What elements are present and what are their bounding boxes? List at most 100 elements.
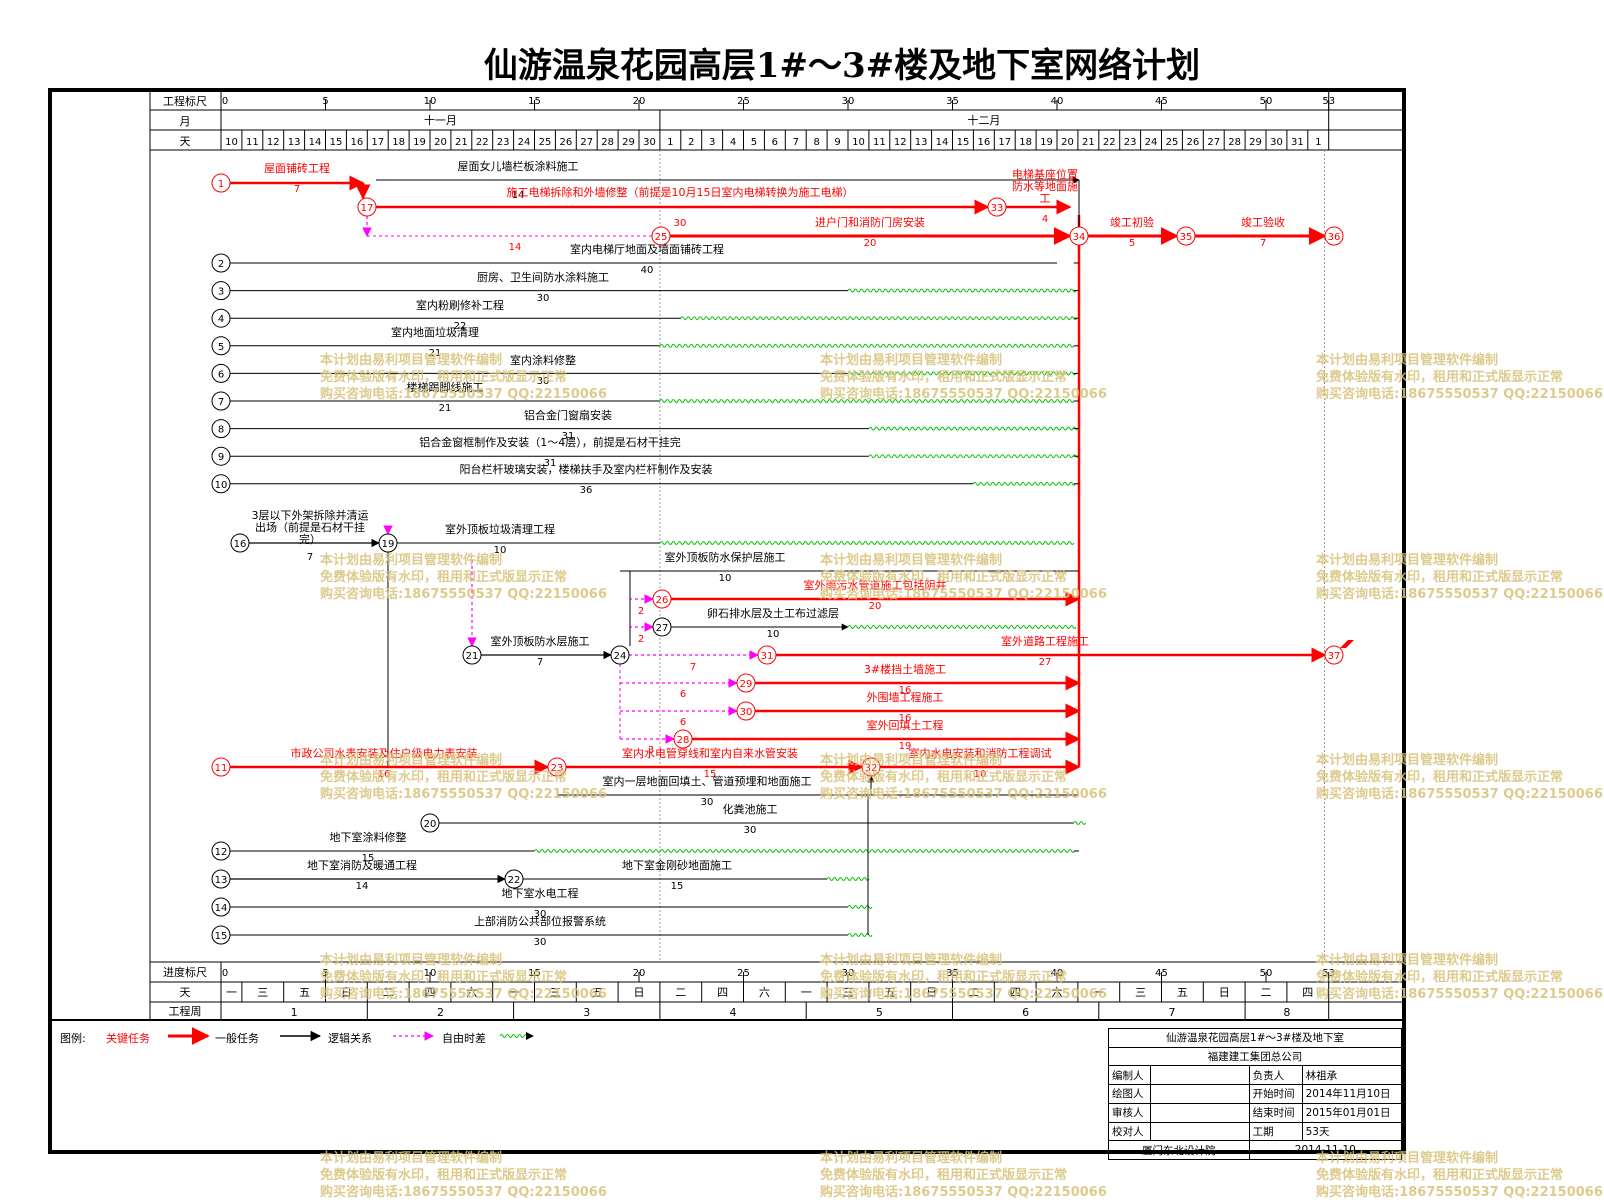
day-label: 30 bbox=[1270, 137, 1283, 148]
node-circle bbox=[651, 226, 671, 246]
task-name: 竣工初验 bbox=[1110, 215, 1154, 229]
scale-tick-label: 15 bbox=[528, 96, 541, 107]
node-label: 14 bbox=[215, 903, 228, 914]
day-label: 5 bbox=[751, 137, 757, 148]
node-circle bbox=[211, 841, 231, 861]
weekday-label: 日 bbox=[1219, 986, 1230, 999]
day-label: 29 bbox=[622, 137, 635, 148]
scale-tick-label: 35 bbox=[946, 968, 959, 979]
outer-frame bbox=[48, 88, 1406, 1154]
task-name: 室外顶板防水层施工 bbox=[491, 634, 590, 648]
tb-project: 仙游温泉花园高层1#～3#楼及地下室 bbox=[1108, 1028, 1402, 1048]
day-label: 4 bbox=[730, 137, 736, 148]
week-label: 1 bbox=[291, 1006, 298, 1019]
node-28: 28 bbox=[673, 729, 693, 749]
node-label: 29 bbox=[740, 679, 753, 690]
scale-tick-label: 53 bbox=[1322, 968, 1335, 979]
task-name: 工 bbox=[1040, 192, 1051, 205]
footer-weekday-label: 天 bbox=[180, 986, 191, 999]
day-label: 11 bbox=[873, 137, 886, 148]
float-wave bbox=[680, 316, 1078, 321]
task-name: 室外回填土工程 bbox=[867, 718, 944, 732]
float-wave bbox=[659, 343, 1075, 348]
day-label: 7 bbox=[793, 137, 799, 148]
task-name: 铝合金门窗扇安装 bbox=[524, 408, 612, 422]
node-11: 11 bbox=[211, 757, 231, 777]
task-name: 阳台栏杆玻璃安装，楼梯扶手及室内栏杆制作及安装 bbox=[460, 462, 713, 476]
task-duration: 7 bbox=[294, 184, 300, 195]
task-duration: 10 bbox=[767, 629, 780, 640]
node-36: 36 bbox=[1324, 226, 1344, 246]
tb-start: 2014年11月10日 bbox=[1301, 1084, 1403, 1104]
node-circle bbox=[610, 645, 630, 665]
node-circle bbox=[420, 813, 440, 833]
lag-label: 2 bbox=[638, 634, 644, 645]
task-duration: 15 bbox=[704, 769, 717, 780]
task-name: 完） bbox=[299, 532, 321, 546]
weekday-label: 五 bbox=[1177, 986, 1188, 999]
tb-end: 2015年01月01日 bbox=[1301, 1102, 1403, 1123]
node-circle bbox=[211, 281, 231, 301]
task-name: 屋面铺砖工程 bbox=[264, 161, 330, 175]
scale-tick-label: 25 bbox=[737, 968, 750, 979]
node-circle bbox=[1176, 226, 1196, 246]
node-circle bbox=[211, 757, 231, 777]
task-name: 防水等地面施 bbox=[1012, 179, 1078, 193]
footer-scale-label: 进度标尺 bbox=[163, 965, 207, 979]
node-35: 35 bbox=[1176, 226, 1196, 246]
tb-duration: 53天 bbox=[1301, 1121, 1403, 1142]
node-circle bbox=[211, 474, 231, 494]
node-circle bbox=[211, 419, 231, 439]
node-circle bbox=[652, 617, 672, 637]
weekday-label: 一 bbox=[508, 986, 519, 999]
task-name: 市政公司水表安装及住户级电力表安装 bbox=[291, 746, 478, 760]
float-wave bbox=[826, 877, 870, 881]
scale-tick-label: 0 bbox=[222, 968, 228, 979]
node-30: 30 bbox=[736, 701, 756, 721]
tb-drawer-label: 绘图人 bbox=[1108, 1084, 1151, 1104]
tb-owner-label: 负责人 bbox=[1248, 1065, 1303, 1086]
scale-tick-label: 40 bbox=[1051, 96, 1064, 107]
weekday-label: 日 bbox=[634, 986, 645, 999]
task-name: 出场（前提是石材干挂 bbox=[255, 520, 365, 534]
node-circle bbox=[211, 897, 231, 917]
tb-company: 福建建工集团总公司 bbox=[1108, 1046, 1402, 1067]
tb-checker-label: 审核人 bbox=[1108, 1102, 1151, 1123]
node-8: 8 bbox=[211, 419, 231, 439]
task-name: 竣工验收 bbox=[1241, 215, 1285, 229]
node-37: 37 bbox=[1324, 645, 1344, 665]
task-duration: 20 bbox=[869, 601, 882, 612]
scale-tick-label: 5 bbox=[322, 96, 328, 107]
lag-label: 14 bbox=[509, 242, 522, 253]
node-circle bbox=[211, 363, 231, 383]
day-label: 30 bbox=[643, 137, 656, 148]
task-duration: 21 bbox=[439, 403, 452, 414]
weekday-label: 二 bbox=[383, 986, 394, 999]
day-label: 28 bbox=[1228, 137, 1241, 148]
day-label: 11 bbox=[246, 137, 259, 148]
float-wave bbox=[847, 371, 1077, 376]
lag-label: 6 bbox=[680, 689, 686, 700]
day-label: 21 bbox=[1082, 137, 1095, 148]
node-10: 10 bbox=[211, 474, 231, 494]
node-14: 14 bbox=[211, 897, 231, 917]
node-label: 1 bbox=[218, 179, 224, 190]
day-label: 26 bbox=[1186, 137, 1199, 148]
node-label: 3 bbox=[218, 287, 224, 298]
day-label: 1 bbox=[1315, 137, 1321, 148]
week-label: 4 bbox=[730, 1006, 737, 1019]
day-label: 28 bbox=[601, 137, 614, 148]
scale-tick-label: 30 bbox=[842, 968, 855, 979]
weekday-label: 四 bbox=[717, 986, 728, 999]
task-duration: 30 bbox=[537, 293, 550, 304]
node-label: 5 bbox=[218, 342, 224, 353]
task-duration: 40 bbox=[641, 265, 654, 276]
node-circle bbox=[211, 869, 231, 889]
weekday-label: 四 bbox=[1010, 986, 1021, 999]
node-16: 16 bbox=[230, 533, 250, 553]
day-label: 13 bbox=[915, 137, 928, 148]
task-name: 楼梯踢脚线施工 bbox=[407, 380, 484, 394]
tb-duration-label: 工期 bbox=[1248, 1121, 1303, 1142]
task-duration: 30 bbox=[537, 376, 550, 387]
